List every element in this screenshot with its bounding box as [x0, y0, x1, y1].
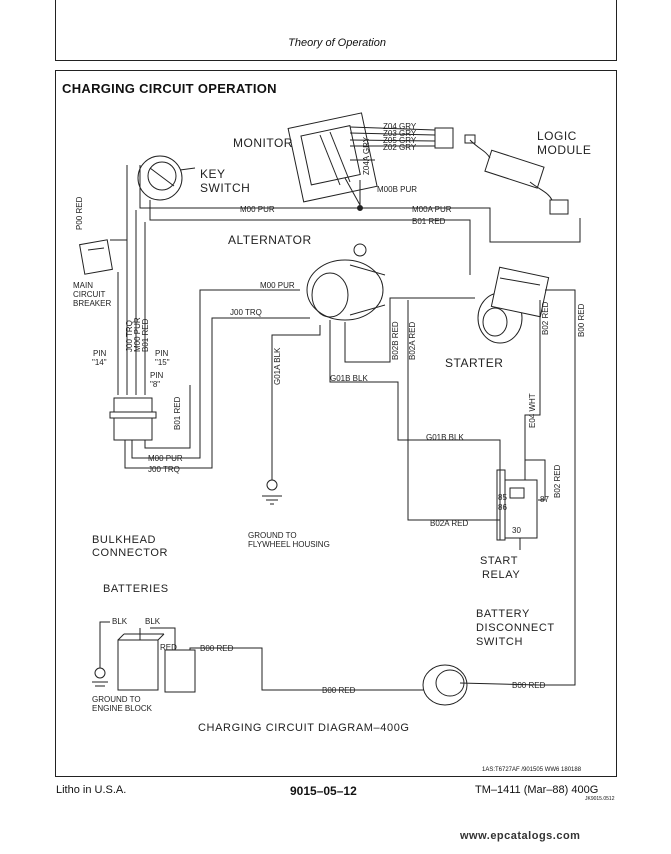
footer-code: JK9015.0512	[585, 796, 615, 802]
alternator-label: ALTERNATOR	[228, 233, 312, 247]
section-title: CHARGING CIRCUIT OPERATION	[62, 81, 277, 96]
battery-wire-red: RED	[160, 643, 177, 652]
key-switch	[137, 155, 196, 201]
wire-b02b: B02B RED	[391, 321, 400, 360]
wire-z04: Z04 GRY	[383, 122, 417, 131]
wire-j00-alt: J00 TRQ	[230, 308, 262, 317]
wire-m00-bottom: M00 PUR	[148, 454, 183, 463]
pin-8-number: "8"	[150, 380, 160, 389]
ground-flywheel-label-1: GROUND TO	[248, 531, 297, 540]
wire-m00b: M00B PUR	[377, 185, 417, 194]
wire-b02a-h: B02A RED	[430, 519, 468, 528]
logic-module	[464, 134, 569, 215]
wire-g01b-2: G01B BLK	[426, 433, 464, 442]
key-switch-label-1: KEY	[200, 167, 226, 181]
monitor	[287, 112, 454, 206]
wire-g01a: G01A BLK	[273, 347, 282, 385]
pin-15-label: PIN	[155, 349, 169, 358]
wire-j00-bottom: J00 TRQ	[148, 465, 180, 474]
wire-b00-2: B00 RED	[322, 686, 356, 695]
battery-wire-blk-1: BLK	[112, 617, 128, 626]
batteries	[117, 633, 196, 693]
breaker-label-2: CIRCUIT	[73, 290, 106, 299]
starter-label: STARTER	[445, 356, 503, 370]
footer-left: Litho in U.S.A.	[56, 784, 127, 796]
key-switch-label-2: SWITCH	[200, 181, 250, 195]
disconnect-label-1: BATTERY	[476, 608, 530, 620]
wire-m00a: M00A PUR	[412, 205, 452, 214]
wire-b00-1: B00 RED	[200, 644, 234, 653]
diagram-frame	[55, 70, 617, 777]
wire-m00-v: M00 PUR	[133, 317, 142, 352]
ground-engine-label-2: ENGINE BLOCK	[92, 704, 153, 713]
disconnect-label-2: DISCONNECT	[476, 622, 555, 634]
diagram-caption: CHARGING CIRCUIT DIAGRAM–400G	[198, 722, 410, 734]
wire-j00-v: J00 TRQ	[125, 320, 134, 352]
flywheel-ground-symbol	[262, 479, 282, 505]
pin-15-number: "15"	[155, 358, 170, 367]
pin-14-label: PIN	[93, 349, 107, 358]
wire-m00: M00 PUR	[240, 205, 275, 214]
footer-right: TM–1411 (Mar–88) 400G	[475, 784, 599, 796]
relay-term-30: 30	[512, 526, 521, 535]
watermark: www.epcatalogs.com	[460, 830, 581, 842]
relay-term-87: 87	[540, 495, 549, 504]
page-number: 9015–05–12	[290, 784, 357, 798]
ground-engine-label-1: GROUND TO	[92, 695, 141, 704]
wire-b02-1: B02 RED	[541, 301, 550, 335]
relay-term-86: 86	[498, 503, 507, 512]
start-relay	[496, 469, 538, 541]
bulkhead-label-1: BULKHEAD	[92, 534, 156, 546]
pin-14-number: "14"	[92, 358, 107, 367]
wire-b00-3: B00 RED	[512, 681, 546, 690]
disconnect-label-3: SWITCH	[476, 636, 523, 648]
ground-flywheel-label-2: FLYWHEEL HOUSING	[248, 540, 330, 549]
battery-wire-blk-2: BLK	[145, 617, 161, 626]
main-circuit-breaker	[79, 239, 113, 275]
start-relay-label-1: START	[480, 555, 518, 567]
relay-term-85: 85	[498, 493, 507, 502]
wire-b01: B01 RED	[412, 217, 446, 226]
wire-z02: Z02 GRY	[383, 143, 417, 152]
wire-g01b: G01B BLK	[330, 374, 368, 383]
starter	[477, 266, 550, 344]
logic-module-label-2: MODULE	[537, 143, 591, 157]
start-relay-label-2: RELAY	[482, 569, 520, 581]
figure-reference-code: 1AS:T6727AF /901505 WW6 180188	[482, 767, 582, 773]
monitor-label: MONITOR	[233, 136, 293, 150]
bulkhead-label-2: CONNECTOR	[92, 547, 168, 559]
wire-b01-v: B01 RED	[141, 318, 150, 352]
wire-z05: Z05 GRY	[383, 136, 417, 145]
wire-b02a-v: B02A RED	[408, 322, 417, 360]
wire-b02-2: B02 RED	[553, 464, 562, 498]
wire-p00: P00 RED	[75, 196, 84, 230]
battery-disconnect-switch	[422, 664, 541, 706]
logic-module-label-1: LOGIC	[537, 129, 577, 143]
wire-m00-alt: M00 PUR	[260, 281, 295, 290]
wire-z03: Z03 GRY	[383, 129, 417, 138]
bulkhead-connector	[109, 397, 157, 441]
wire-b01-v2: B01 RED	[173, 396, 182, 430]
alternator	[306, 243, 386, 321]
engine-block-ground-symbol	[92, 667, 108, 687]
header-title: Theory of Operation	[288, 37, 386, 49]
wire-b00-v: B00 RED	[577, 303, 586, 337]
pin-8-label: PIN	[150, 371, 164, 380]
breaker-label-3: BREAKER	[73, 299, 111, 308]
breaker-label-1: MAIN	[73, 281, 93, 290]
wire-e04: E04 WHT	[528, 393, 537, 428]
header-box: Theory of Operation	[55, 0, 617, 61]
batteries-label: BATTERIES	[103, 583, 169, 595]
wire-z04a: Z04A GRY	[362, 136, 371, 175]
